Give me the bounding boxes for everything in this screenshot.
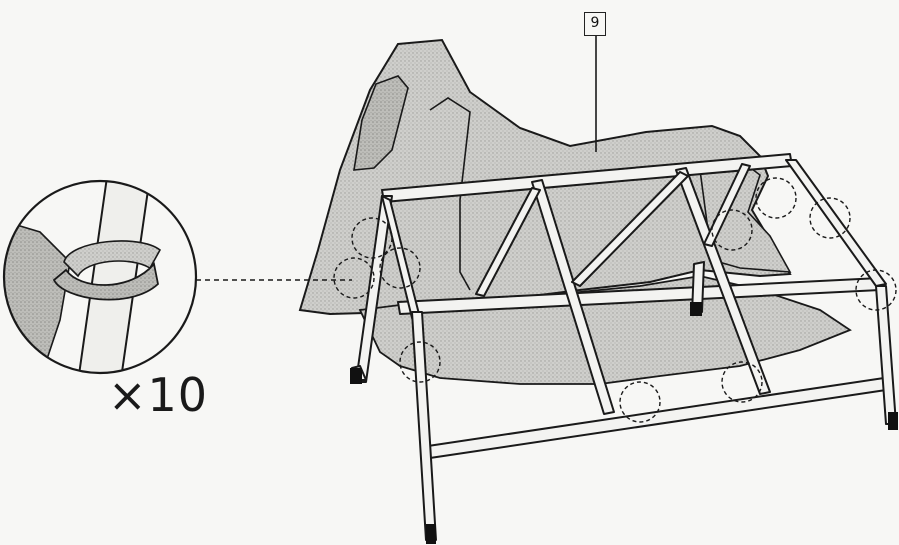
quantity-label: ×10	[108, 368, 209, 422]
strap-detail-callout	[2, 179, 198, 375]
leg-feet	[350, 302, 898, 544]
part-number-label: 9	[584, 12, 606, 36]
strap-markers	[333, 177, 897, 423]
detail-circle-outline	[2, 179, 198, 375]
tube-frame	[351, 153, 897, 541]
